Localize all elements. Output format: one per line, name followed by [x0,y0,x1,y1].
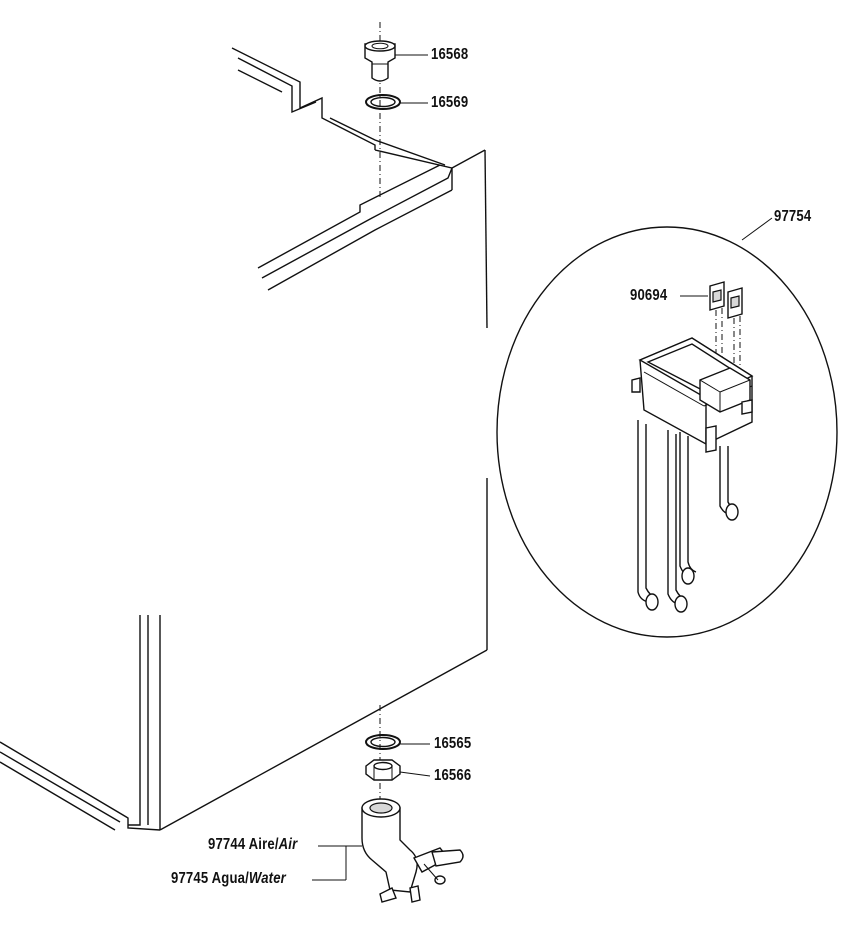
detail-circle [496,217,838,638]
label-16565: 16565 [434,735,472,752]
label-97745-en: Water [248,870,286,887]
valve-body-icon [361,798,464,903]
hex-nut-icon [365,759,431,781]
lower-gasket-icon [365,734,430,750]
label-97745: 97745 Agua/Water [171,870,286,888]
label-16568: 16568 [431,46,469,63]
label-16566: 16566 [434,767,472,784]
cabinet-top-rim [231,47,486,291]
label-90694: 90694 [630,287,668,304]
fitting-cap-icon [364,40,428,82]
switch-icon [680,281,743,378]
control-box-icon [631,337,754,453]
label-97745-es: Agua/ [211,870,249,887]
label-16569: 16569 [431,94,469,111]
label-97744: 97744 Aire/Air [208,836,297,854]
label-97754: 97754 [774,208,812,225]
label-97745-number: 97745 [171,870,209,887]
hose-icon [637,420,739,613]
label-97744-es: Aire/ [248,836,279,853]
cabinet-side-panel [0,149,488,831]
label-97744-number: 97744 [208,836,246,853]
label-97744-en: Air [278,836,298,853]
valve-leader-lines [312,845,362,881]
upper-gasket-icon [365,94,428,110]
